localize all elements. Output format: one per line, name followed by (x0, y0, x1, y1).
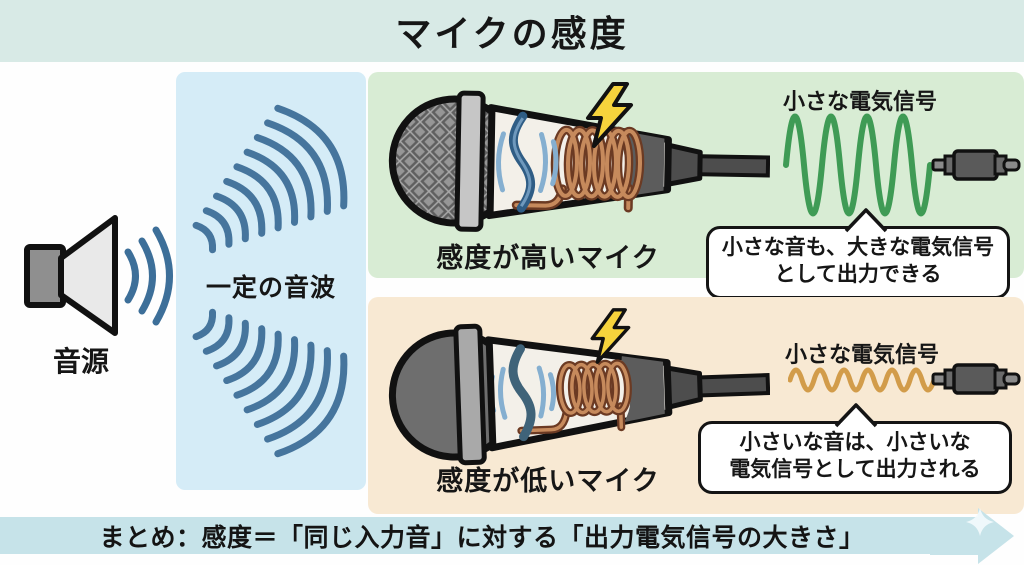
low-signal-label: 小さな電気信号 (784, 342, 939, 367)
high-mic-label: 感度が高いマイク (436, 243, 660, 273)
mic-cable (693, 373, 770, 398)
summary-text: まとめ：感度＝「同じ入力音」に対する「出力電気信号の大きさ」 (99, 523, 865, 552)
low-callout-line2: 電気信号として出力される (729, 458, 981, 482)
audio-plug-icon (931, 363, 1021, 395)
page-title: マイクの感度 (395, 13, 629, 54)
low-callout: 小さいな音は、小さいな 電気信号として出力される (698, 403, 1012, 494)
lightning-bolt-icon (586, 82, 633, 148)
high-callout: 小さな音も、大きな電気信号 として出力できる (706, 208, 1010, 299)
signal-wave-low-icon (788, 367, 936, 393)
callout-pointer-icon (834, 403, 878, 428)
callout-pointer-icon (844, 208, 888, 233)
audio-plug-icon (931, 149, 1021, 181)
summary-arrow-icon (930, 508, 1014, 564)
sound-wave-fan-bottom (194, 311, 362, 466)
microphone-high-icon (388, 90, 770, 232)
sound-wave-fan-top (194, 96, 362, 251)
microphone-low-icon (388, 323, 770, 466)
signal-wave-high-icon (783, 113, 933, 217)
lightning-bolt-icon (590, 308, 631, 364)
low-callout-line1: 小さいな音は、小さいな (739, 431, 971, 454)
summary-bar: まとめ：感度＝「同じ入力音」に対する「出力電気信号の大きさ」 (0, 517, 938, 554)
high-signal-label: 小さな電気信号 (782, 89, 937, 114)
sparkle-icon (966, 508, 994, 536)
source-label: 音源 (52, 346, 109, 377)
low-mic-label: 感度が低いマイク (436, 466, 660, 496)
wave-panel (176, 72, 366, 490)
mic-diaphragm (508, 344, 536, 442)
speaker-icon (24, 215, 173, 336)
high-callout-line1: 小さな音も、大きな電気信号 (721, 236, 995, 259)
speaker-wave-arcs (124, 226, 173, 326)
high-callout-line2: として出力できる (774, 263, 942, 287)
title-bar: マイクの感度 (0, 0, 1024, 62)
wave-panel-label: 一定の音波 (205, 274, 336, 302)
mic-cable (693, 154, 770, 178)
